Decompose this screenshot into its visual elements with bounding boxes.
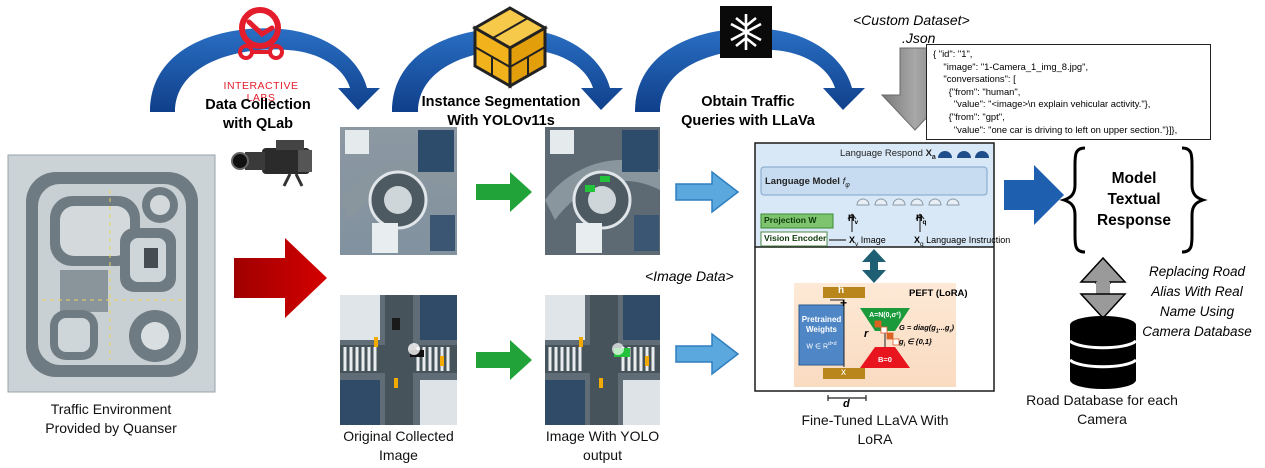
light-blue-arrow-bottom-icon: [675, 332, 740, 376]
lora-plus-symbol: +: [840, 296, 848, 310]
pretrained-line2: Weights: [806, 325, 837, 334]
llava-title-line2: Queries with LLaVa: [681, 113, 815, 129]
image-data-label: <Image Data>: [645, 268, 734, 284]
yolo-caption-line2: output: [583, 447, 622, 463]
original-caption-line1: Original Collected: [343, 428, 454, 444]
xq-instruction-label: Xq Language Instruction: [914, 235, 1011, 248]
llava-architecture-panel: [754, 142, 995, 392]
vision-encoder-label: Vision Encoder: [764, 233, 827, 243]
database-caption-line2: Camera: [1077, 411, 1127, 427]
yolo-image-bottom: [545, 295, 660, 425]
original-image-bottom: [340, 295, 457, 425]
replacing-line4: Camera Database: [1142, 324, 1252, 339]
lora-g-formula: G = diag(g1...gr) gi ∈ {0,1}: [899, 323, 954, 348]
hv-symbol: Hv: [848, 213, 859, 226]
response-line3: Response: [1096, 212, 1172, 229]
language-model-text: Language Model: [765, 176, 840, 187]
arc-arrow-qlab: [150, 28, 380, 112]
gray-double-arrow-icon: [1079, 256, 1127, 320]
pretrained-formula: W ∈ Rd×d: [806, 341, 837, 351]
language-respond-label: Language Respond Xa: [840, 148, 936, 161]
yolo-image-top: [545, 127, 660, 255]
original-image-top: [340, 127, 457, 255]
qlab-logo-text: INTERACTIVE LABS: [223, 80, 299, 104]
arc-arrow-llava: [635, 28, 865, 112]
traffic-environment-image: [7, 154, 216, 393]
red-arrow-icon: [234, 238, 327, 318]
hq-symbol: Hq: [916, 213, 927, 226]
response-line1: Model: [1111, 170, 1157, 187]
finetuned-caption-line2: LoRA: [857, 431, 893, 447]
environment-caption-line2: Provided by Quanser: [45, 420, 177, 436]
green-arrow-top-icon: [476, 172, 532, 212]
environment-caption: Traffic Environment Provided by Quanser: [12, 400, 210, 438]
database-icon: [1068, 316, 1138, 389]
yolo-title-line2: With YOLOv11s: [447, 113, 555, 129]
original-image-caption: Original Collected Image: [330, 427, 467, 465]
replacing-line1: Replacing Road: [1148, 264, 1246, 279]
lora-panel: [794, 283, 956, 401]
json-snippet-box: { "id": "1", "image": "1-Camera_1_img_8.…: [926, 44, 1211, 140]
environment-caption-line1: Traffic Environment: [50, 401, 172, 417]
llava-stage-title: Obtain Traffic Queries with LLaVa: [678, 93, 818, 131]
projection-label: Projection W: [764, 215, 817, 225]
qlab-logo-icon: [238, 7, 284, 60]
arc-arrow-yolo: [392, 28, 623, 112]
language-model-label: Language Model fφ: [765, 176, 850, 189]
qlab-stage-title: Data Collection with QLab: [198, 96, 318, 134]
image-text: Image: [860, 235, 886, 245]
yolo-title-line1: Instance Segmentation: [421, 94, 581, 110]
green-arrow-bottom-icon: [476, 340, 532, 380]
finetuned-caption: Fine-Tuned LLaVA With LoRA: [775, 411, 975, 449]
language-respond-text: Language Respond: [840, 148, 923, 159]
language-instruction-text: Language Instruction: [926, 235, 1011, 245]
yolo-image-caption: Image With YOLO output: [537, 427, 668, 465]
database-caption: Road Database for each Camera: [1012, 391, 1192, 429]
response-braces: [1059, 146, 1208, 254]
replacing-alias-text: Replacing Road Alias With Real Name Usin…: [1136, 262, 1258, 342]
language-respond-symbol: Xa: [925, 148, 936, 161]
language-model-symbol: fφ: [842, 176, 850, 189]
qlab-title-line1: Data Collection: [205, 97, 311, 113]
lora-x-label: x: [841, 367, 846, 378]
light-blue-arrow-top-icon: [675, 170, 740, 214]
lora-h-label: h: [838, 285, 845, 296]
yolo-caption-line1: Image With YOLO: [545, 428, 660, 444]
pretrained-line1: Pretrained: [801, 315, 842, 324]
yolo-cube-icon: [471, 6, 549, 89]
video-camera-icon: [231, 140, 312, 187]
lora-a-label: A=N(0,σ²): [869, 312, 901, 319]
double-arrow-llava-lora-icon: [862, 249, 886, 283]
original-caption-line2: Image: [379, 447, 418, 463]
replacing-line2: Alias With Real: [1151, 284, 1243, 299]
replacing-line3: Name Using: [1159, 304, 1235, 319]
lora-pretrained-label: Pretrained Weights W ∈ Rd×d: [799, 315, 844, 352]
lora-d-label: d: [843, 398, 850, 410]
finetuned-caption-line1: Fine-Tuned LLaVA With: [801, 412, 949, 428]
llava-logo-icon: [720, 6, 772, 58]
lora-b-label: B=0: [878, 355, 892, 364]
blue-arrow-response-icon: [1004, 165, 1064, 225]
custom-dataset-subtitle: .Json: [902, 30, 936, 46]
llava-title-line1: Obtain Traffic: [701, 94, 795, 110]
yolo-stage-title: Instance Segmentation With YOLOv11s: [416, 93, 586, 131]
response-line2: Textual: [1107, 191, 1161, 208]
database-caption-line1: Road Database for each: [1026, 392, 1178, 408]
custom-dataset-title: <Custom Dataset>: [853, 12, 970, 28]
model-response-text: Model Textual Response: [1086, 168, 1182, 231]
lora-title: PEFT (LoRA): [909, 288, 968, 299]
lora-r-label: r: [864, 328, 869, 340]
xv-image-label: Xv Image: [849, 235, 886, 248]
qlab-title-line2: with QLab: [222, 116, 294, 132]
